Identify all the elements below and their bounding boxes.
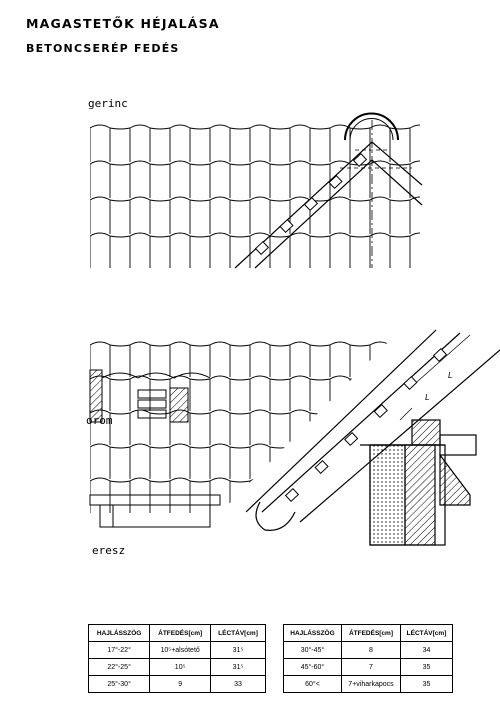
eaves-batten — [284, 487, 300, 503]
table-cell: 34 — [400, 641, 453, 659]
eaves-batten — [344, 431, 359, 447]
eaves-batten — [432, 347, 448, 363]
table-cell: 10⁵+alsótető — [149, 641, 212, 659]
table-cell: 9 — [149, 675, 212, 693]
table-cell: 10⁵ — [149, 658, 212, 676]
ridge-batten — [352, 152, 368, 168]
table-cell: 30°-45° — [283, 641, 342, 659]
eaves-batten — [314, 459, 329, 475]
ridge-batten — [328, 174, 343, 190]
table-cell: 7+viharkapocs — [340, 675, 402, 693]
table-cell: 45°-60° — [283, 658, 342, 676]
dimension-mark-2: L — [448, 371, 452, 380]
pitch-table-left: HAJLÁSSZÖG ÁTFEDÉS[cm] LÉCTÁV[cm] 17°-22… — [87, 624, 266, 693]
ridge-batten — [279, 218, 294, 234]
eaves-batten — [403, 375, 418, 391]
eaves-section — [245, 329, 500, 546]
ridge-label: gerinc — [88, 97, 128, 110]
table-cell: 60°< — [283, 675, 342, 693]
header-pitch: HAJLÁSSZÖG — [283, 624, 342, 642]
table-cell: 31⁵ — [210, 658, 266, 676]
table-cell: 31⁵ — [210, 641, 266, 659]
eaves-batten — [373, 403, 388, 419]
header-overlap: ÁTFEDÉS[cm] — [340, 624, 402, 642]
table-cell: 35 — [400, 675, 453, 693]
eaves-battens — [284, 347, 448, 503]
table-cell: 25°-30° — [87, 675, 151, 693]
eaves-gutter-strip — [89, 494, 221, 528]
table-cell: 7 — [340, 658, 402, 676]
ridge-batten — [254, 240, 270, 256]
dimension-mark-1: L — [425, 393, 429, 402]
header-batten-spacing: LÉCTÁV[cm] — [210, 624, 266, 642]
header-batten-spacing: LÉCTÁV[cm] — [400, 624, 453, 642]
ridge-batten — [303, 196, 319, 212]
header-overlap: ÁTFEDÉS[cm] — [149, 624, 212, 642]
pitch-table-right: HAJLÁSSZÖG ÁTFEDÉS[cm] LÉCTÁV[cm] 30°-45… — [283, 624, 453, 693]
table-cell: 8 — [340, 641, 402, 659]
table-cell: 17°-22° — [87, 641, 151, 659]
table-cell: 35 — [400, 658, 453, 676]
page-subtitle: BETONCSERÉP FEDÉS — [26, 42, 180, 55]
ridge-elevation — [90, 124, 420, 268]
table-cell: 33 — [210, 675, 266, 693]
gable-section — [89, 369, 211, 423]
header-pitch: HAJLÁSSZÖG — [87, 624, 151, 642]
page-title: MAGASTETŐK HÉJALÁSA — [26, 16, 220, 31]
gable-elevation — [90, 341, 400, 513]
table-cell: 22°-25° — [87, 658, 151, 676]
ridge-battens — [254, 152, 368, 256]
eaves-label: eresz — [92, 544, 126, 557]
